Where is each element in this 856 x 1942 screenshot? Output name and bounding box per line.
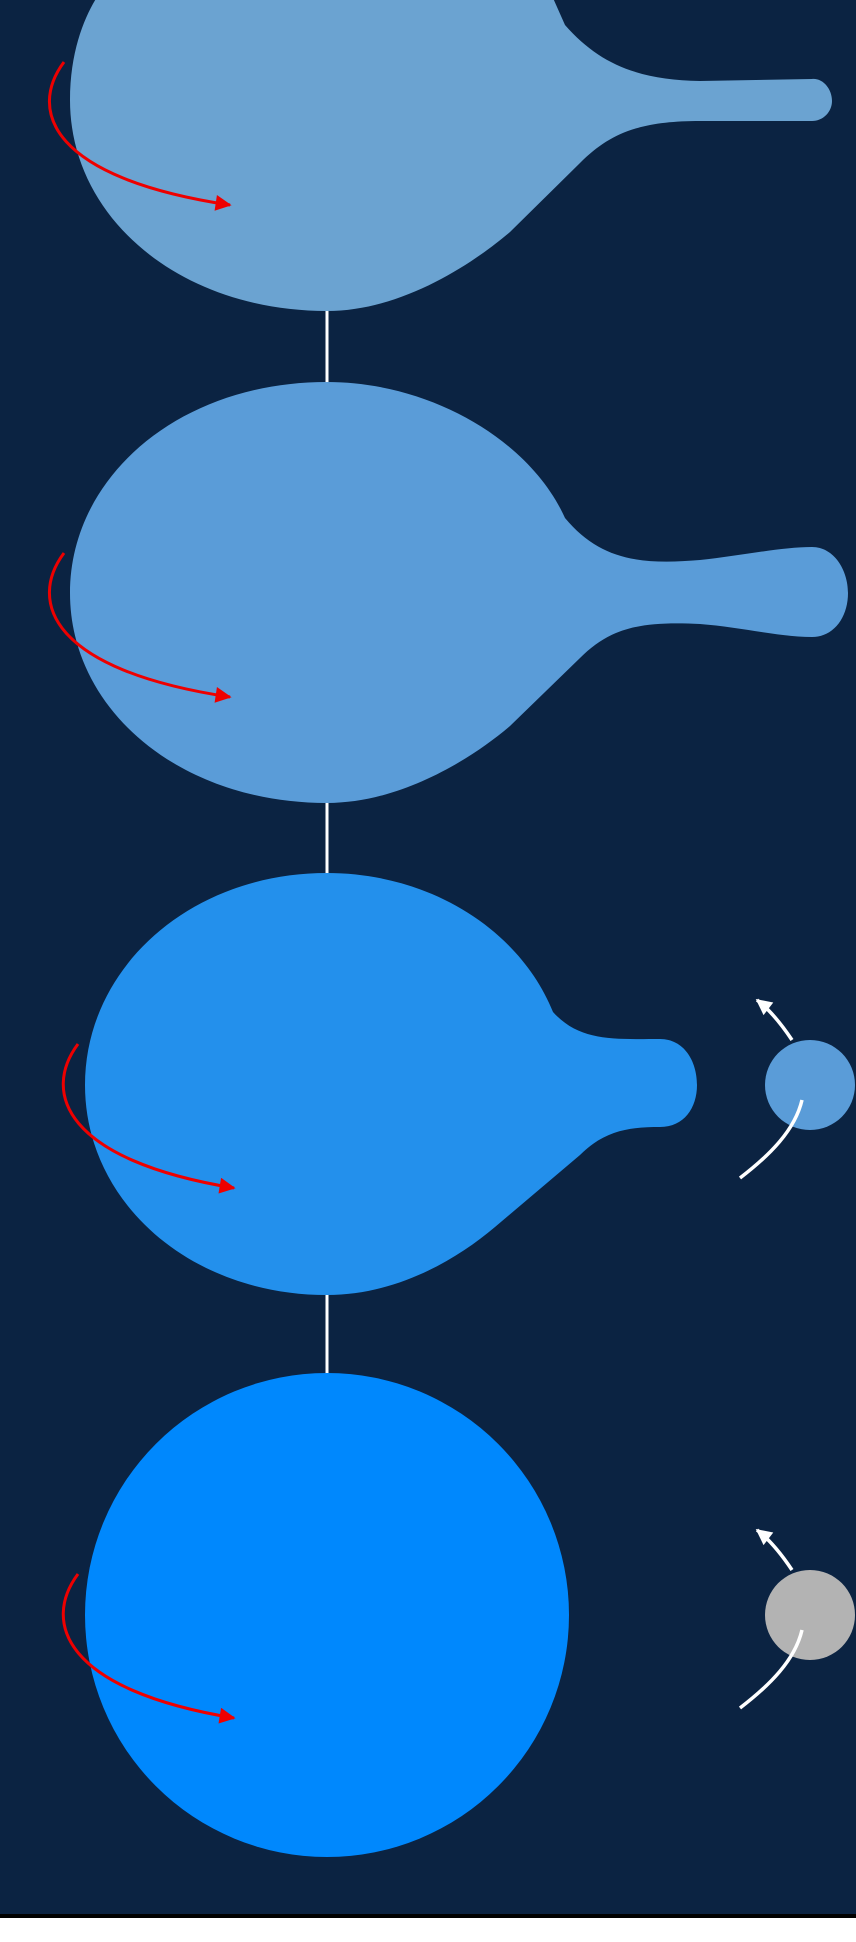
bottom-border bbox=[0, 1914, 856, 1918]
stage-4-body bbox=[85, 1373, 569, 1857]
stage-3-moon bbox=[765, 1040, 855, 1130]
stage-4-moon bbox=[765, 1570, 855, 1660]
